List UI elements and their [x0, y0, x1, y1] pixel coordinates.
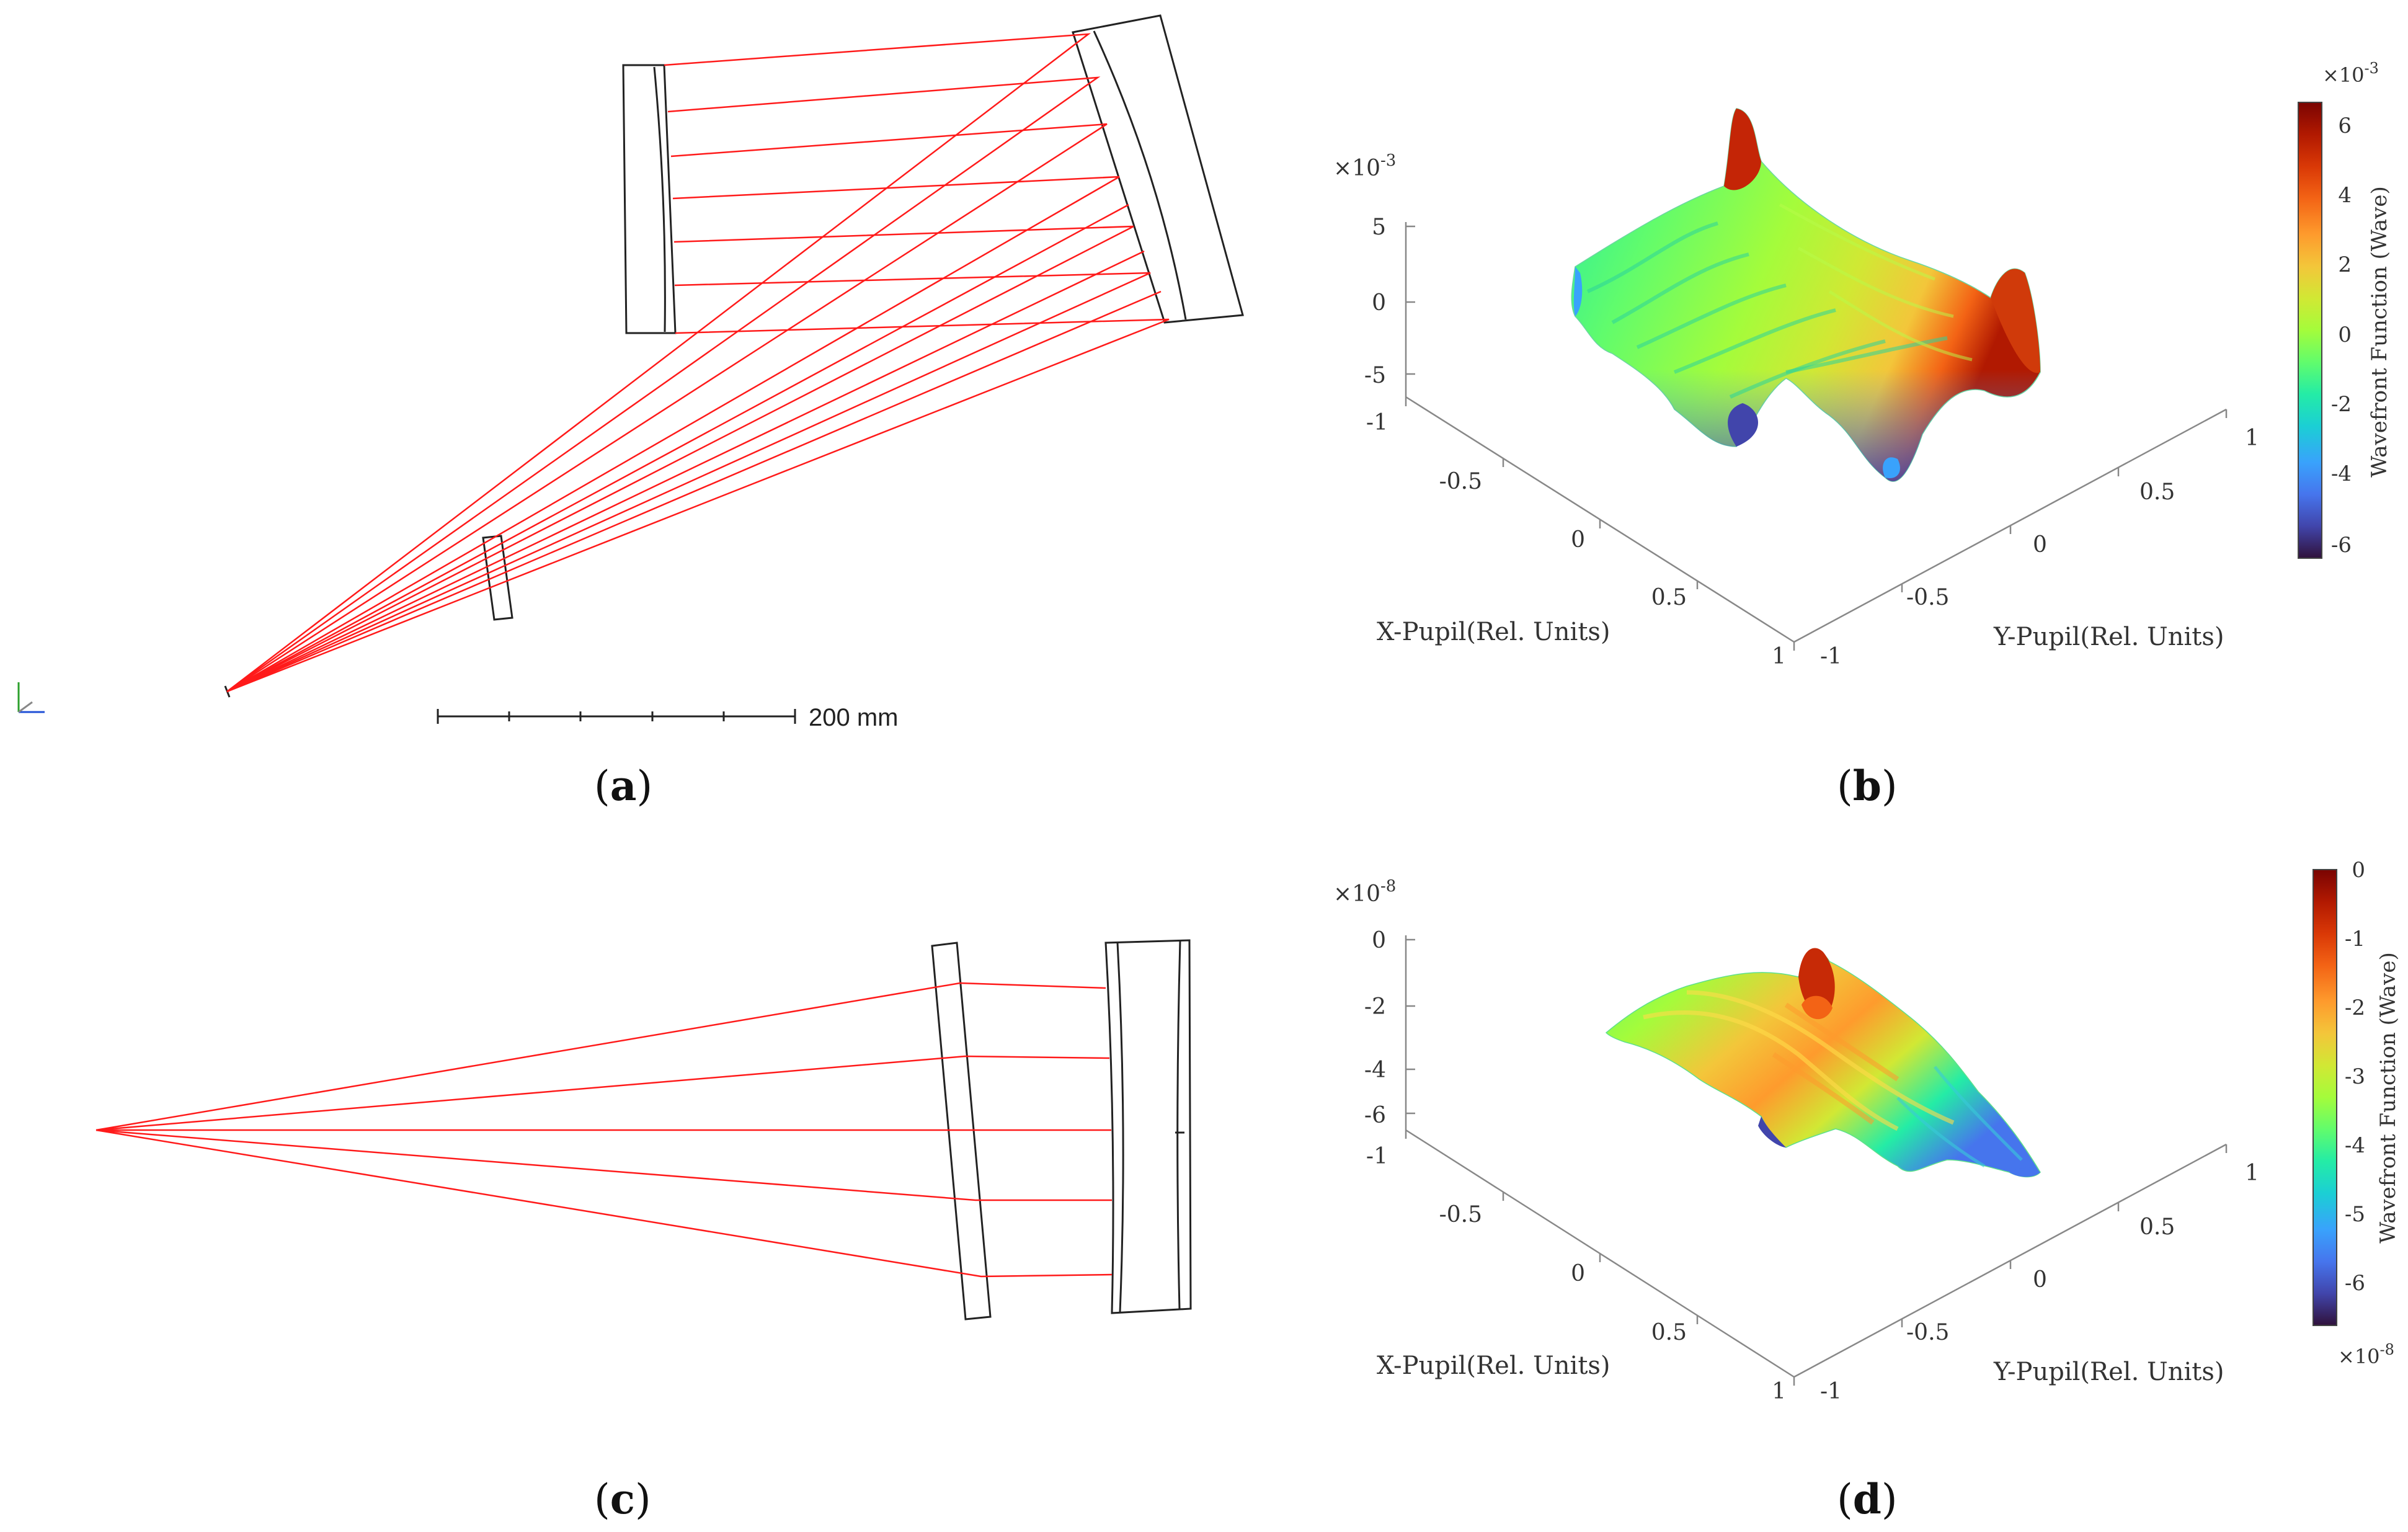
ray-fan-c — [96, 982, 1113, 1278]
panel-d-z-tick-2: -2 — [1364, 994, 1386, 1020]
panel-d-cbar-tick-6: -5 — [2345, 1202, 2365, 1227]
panel-b-surface-plot: ×10-3 5 0 -5 -1 -0.5 0 0.5 1 -1 -0.5 0 0… — [1333, 60, 2392, 810]
panel-d-z-multiplier: ×10-8 — [1333, 877, 1396, 907]
panel-b-surface — [1571, 108, 2041, 482]
panel-d-y-tick-3: 0 — [2033, 1267, 2047, 1293]
panel-b-x-tick-5: 1 — [1772, 644, 1786, 669]
panel-b-y-axis-label: Y-Pupil(Rel. Units) — [1993, 623, 2224, 651]
panel-b-x-tick-1: -1 — [1366, 410, 1388, 435]
panel-b-y-tick-3: 0 — [2033, 532, 2047, 558]
panel-c-tilted-lens — [931, 942, 992, 1320]
panel-b-z-tick-1: 5 — [1372, 215, 1386, 240]
ray-fan-a — [226, 33, 1170, 693]
panel-b-cbar-tick-3: 2 — [2338, 252, 2352, 277]
panel-b-colorbar — [2298, 102, 2322, 559]
panel-b-cbar-tick-4: 0 — [2338, 323, 2352, 347]
panel-d-surface-plot: ×10-8 0 -2 -4 -6 -1 -0.5 0 0.5 1 -1 -0.5… — [1333, 858, 2401, 1523]
panel-d-surface — [1605, 948, 2041, 1178]
panel-d-cbar-tick-7: -6 — [2345, 1271, 2365, 1296]
panel-b-cbar-tick-7: -6 — [2331, 533, 2352, 558]
panel-a-optical-layout: 200 mm (a) — [17, 14, 1244, 810]
panel-c-element-inner-surface — [1116, 942, 1124, 1313]
panel-b-label: (b) — [1837, 762, 1898, 810]
panel-d-z-tick-3: -4 — [1364, 1058, 1386, 1083]
panel-b-z-tick-3: -5 — [1364, 363, 1386, 388]
scale-bar-label: 200 mm — [809, 704, 899, 731]
panel-b-y-tick-2: -0.5 — [1906, 585, 1949, 610]
panel-d-label: (d) — [1837, 1475, 1898, 1523]
panel-d-colorbar-label: Wavefront Function (Wave) — [2376, 952, 2401, 1244]
panel-d-x-tick-4: 0.5 — [1651, 1320, 1687, 1345]
small-lens-element — [482, 535, 513, 621]
panel-c-element-back-surface — [1176, 940, 1181, 1310]
panel-d-y-tick-1: -1 — [1820, 1379, 1842, 1404]
panel-c-optical-layout: (c) — [96, 939, 1192, 1523]
panel-b-y-tick-4: 0.5 — [2139, 479, 2175, 505]
panel-b-z-tick-2: 0 — [1372, 290, 1386, 316]
panel-d-axes — [1405, 935, 2228, 1386]
panel-b-y-tick-1: -1 — [1820, 644, 1842, 669]
left-mirror-surface — [653, 66, 666, 332]
panel-d-x-tick-5: 1 — [1772, 1379, 1786, 1404]
panel-a-label: (a) — [594, 762, 652, 810]
panel-b-axes — [1405, 222, 2228, 651]
panel-d-z-tick-4: -6 — [1364, 1103, 1386, 1128]
panel-d-cbar-tick-1: 0 — [2352, 858, 2365, 883]
right-mirror-surface — [1093, 30, 1187, 320]
panel-c-thick-element — [1104, 939, 1192, 1314]
panel-b-cbar-tick-6: -4 — [2331, 461, 2352, 486]
coordinate-axes-icon — [17, 682, 45, 713]
panel-d-y-tick-5: 1 — [2245, 1160, 2259, 1186]
panel-b-y-tick-5: 1 — [2245, 425, 2259, 451]
panel-d-colorbar — [2312, 869, 2337, 1326]
panel-d-y-tick-2: -0.5 — [1906, 1320, 1949, 1345]
right-mirror-element — [1072, 14, 1244, 324]
panel-d-x-tick-2: -0.5 — [1439, 1202, 1482, 1227]
panel-d-colorbar-multiplier: ×10-8 — [2338, 1341, 2394, 1368]
panel-d-x-axis-label: X-Pupil(Rel. Units) — [1377, 1352, 1611, 1380]
panel-b-z-multiplier: ×10-3 — [1333, 151, 1396, 181]
panel-d-cbar-tick-3: -2 — [2345, 995, 2365, 1020]
panel-b-cbar-tick-2: 4 — [2338, 183, 2352, 208]
left-mirror-element — [622, 64, 677, 334]
panel-d-y-tick-4: 0.5 — [2139, 1214, 2175, 1240]
panel-b-x-tick-4: 0.5 — [1651, 585, 1687, 610]
panel-d-cbar-tick-4: -3 — [2345, 1064, 2365, 1089]
panel-d-z-tick-1: 0 — [1372, 928, 1386, 953]
scale-bar — [437, 709, 796, 724]
panel-b-colorbar-multiplier: ×10-3 — [2322, 60, 2379, 87]
panel-b-colorbar-label: Wavefront Function (Wave) — [2367, 186, 2392, 478]
panel-d-cbar-tick-2: -1 — [2345, 927, 2365, 951]
panel-d-x-tick-1: -1 — [1366, 1144, 1388, 1169]
panel-b-cbar-tick-1: 6 — [2338, 114, 2352, 138]
panel-c-label: (c) — [594, 1475, 651, 1523]
panel-d-y-axis-label: Y-Pupil(Rel. Units) — [1993, 1358, 2224, 1386]
panel-d-x-tick-3: 0 — [1571, 1261, 1585, 1286]
panel-b-x-axis-label: X-Pupil(Rel. Units) — [1377, 618, 1611, 646]
panel-b-x-tick-2: -0.5 — [1439, 469, 1482, 494]
panel-b-cbar-tick-5: -2 — [2331, 392, 2352, 417]
panel-b-x-tick-3: 0 — [1571, 527, 1585, 553]
panel-d-cbar-tick-5: -4 — [2345, 1133, 2365, 1158]
